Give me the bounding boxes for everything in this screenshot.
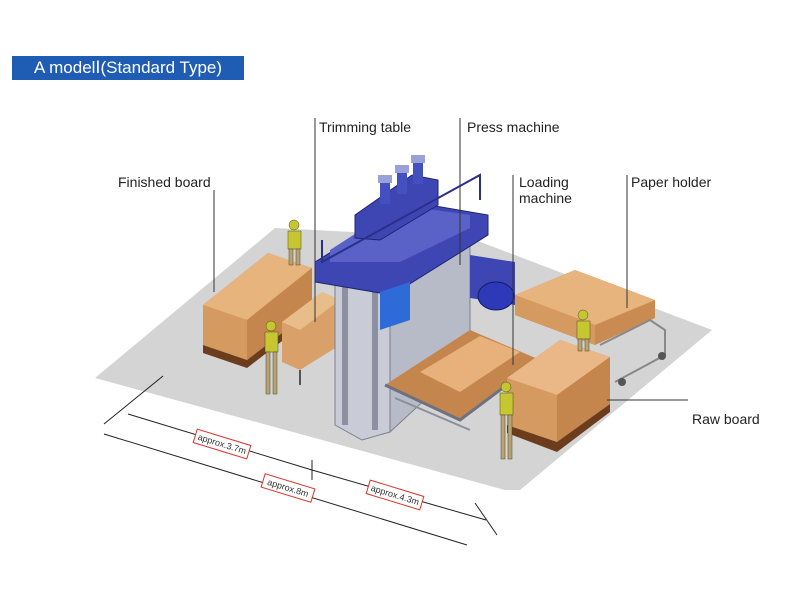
leader-lines (213, 118, 688, 401)
label-press-machine: Press machine (467, 119, 560, 135)
label-loading-machine-line1: Loading (519, 174, 569, 190)
dimension-tag-left: approx.3.7m (192, 428, 252, 460)
dimension-tag-right: approx.4.3m (365, 479, 425, 511)
label-raw-board: Raw board (692, 411, 760, 427)
dimension-tag-total: approx.8m (260, 473, 316, 503)
press-machine (314, 155, 515, 441)
worker-1 (287, 219, 302, 266)
trimming-table (282, 292, 340, 385)
paper-holder (515, 270, 666, 386)
label-paper-holder: Paper holder (631, 174, 712, 190)
worker-3 (576, 309, 591, 352)
worker-4 (499, 381, 514, 460)
page-title: A modelⅠ(Standard Type) (12, 56, 244, 80)
label-loading-machine-line2: machine (519, 190, 572, 206)
worker-figures (264, 219, 591, 460)
label-finished-board: Finished board (118, 174, 211, 190)
finished-board-stack (203, 253, 312, 368)
label-trimming-table: Trimming table (319, 119, 412, 135)
raw-board-stack (507, 340, 610, 452)
worker-2 (264, 320, 279, 395)
